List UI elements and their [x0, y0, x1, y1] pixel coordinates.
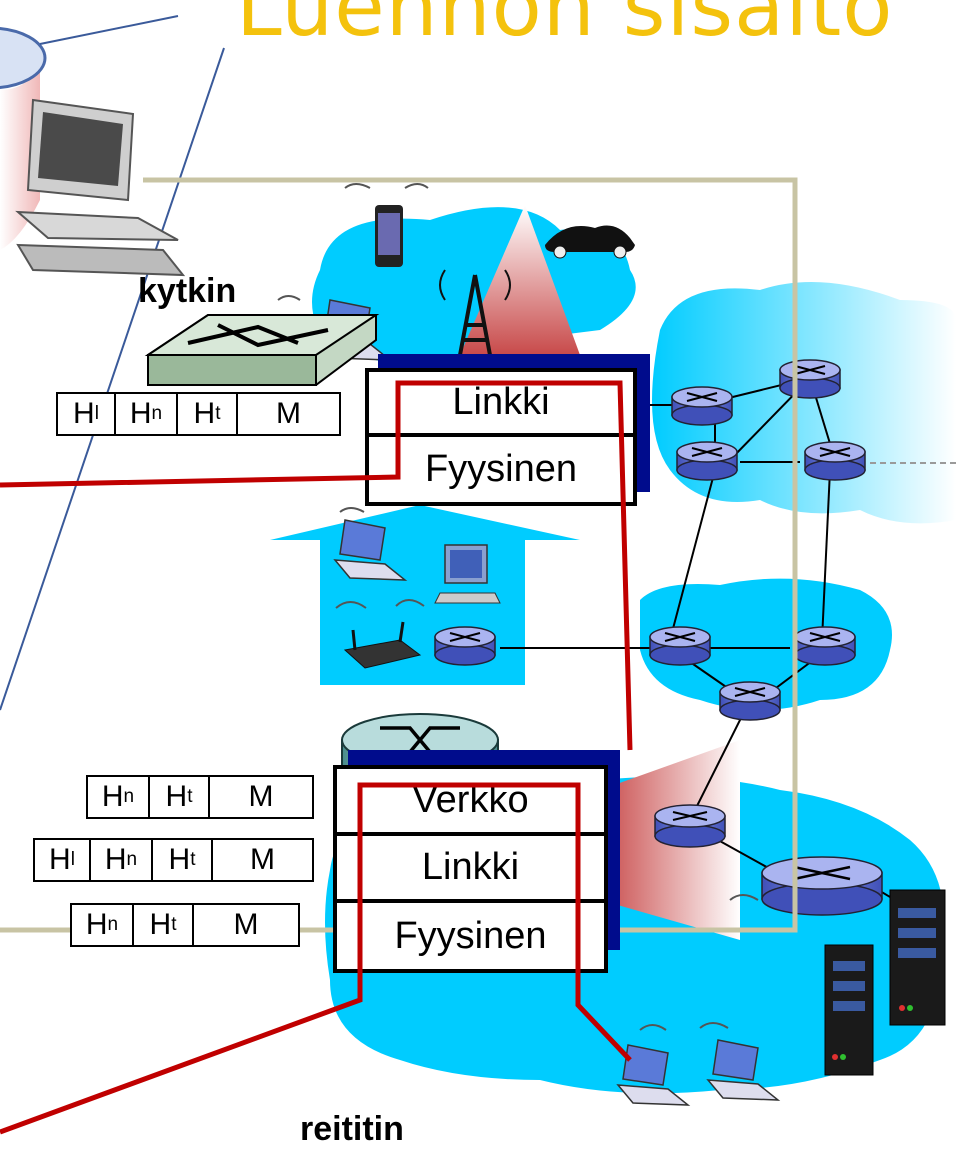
- laptop-icon: [706, 1039, 781, 1101]
- cloud-mid-right: [640, 578, 892, 710]
- ethernet-switch-icon: [144, 314, 380, 386]
- router-icon: [779, 359, 841, 399]
- router-icon: [761, 856, 883, 916]
- router-label: reititin: [300, 1110, 404, 1148]
- desktop-computer-icon: [15, 98, 186, 277]
- stack-layer-link: Linkki: [369, 372, 633, 437]
- router-icon: [671, 386, 733, 426]
- switch-label: kytkin: [138, 272, 237, 310]
- callout-ellipse: [0, 26, 47, 90]
- stack-layer-physical: Fyysinen: [394, 914, 547, 957]
- left-pink-wedge: [0, 60, 40, 250]
- stack-layer-link: Linkki: [337, 836, 604, 903]
- top-protocol-stack: Linkki Fyysinen: [365, 368, 637, 506]
- bottom-protocol-stack: Verkko Linkki Fyysinen: [333, 765, 608, 973]
- stack-layer-physical: Fyysinen: [424, 448, 578, 490]
- router-icon: [794, 626, 856, 666]
- header-cell: M: [250, 843, 275, 876]
- server-icon: [889, 889, 946, 1026]
- router-icon: [804, 441, 866, 481]
- phone-icon: [375, 205, 403, 267]
- home-network-arrow: [270, 505, 580, 685]
- router-icon: [434, 626, 496, 666]
- header-cell: M: [248, 780, 274, 813]
- server-icon: [824, 944, 874, 1076]
- page-title: Luennon sisältö: [236, 0, 894, 55]
- callout-line-1: [39, 15, 179, 45]
- stack-layer-network: Verkko: [337, 769, 604, 836]
- header-cell: M: [233, 908, 259, 941]
- router-icon: [649, 626, 711, 666]
- pink-fade-top: [460, 205, 580, 355]
- router-icon: [719, 681, 781, 721]
- router-icon: [654, 804, 726, 848]
- router-icon: [676, 441, 738, 481]
- cell-tower-icon: [439, 269, 511, 356]
- car-icon: [545, 225, 635, 259]
- header-cell: M: [276, 397, 301, 430]
